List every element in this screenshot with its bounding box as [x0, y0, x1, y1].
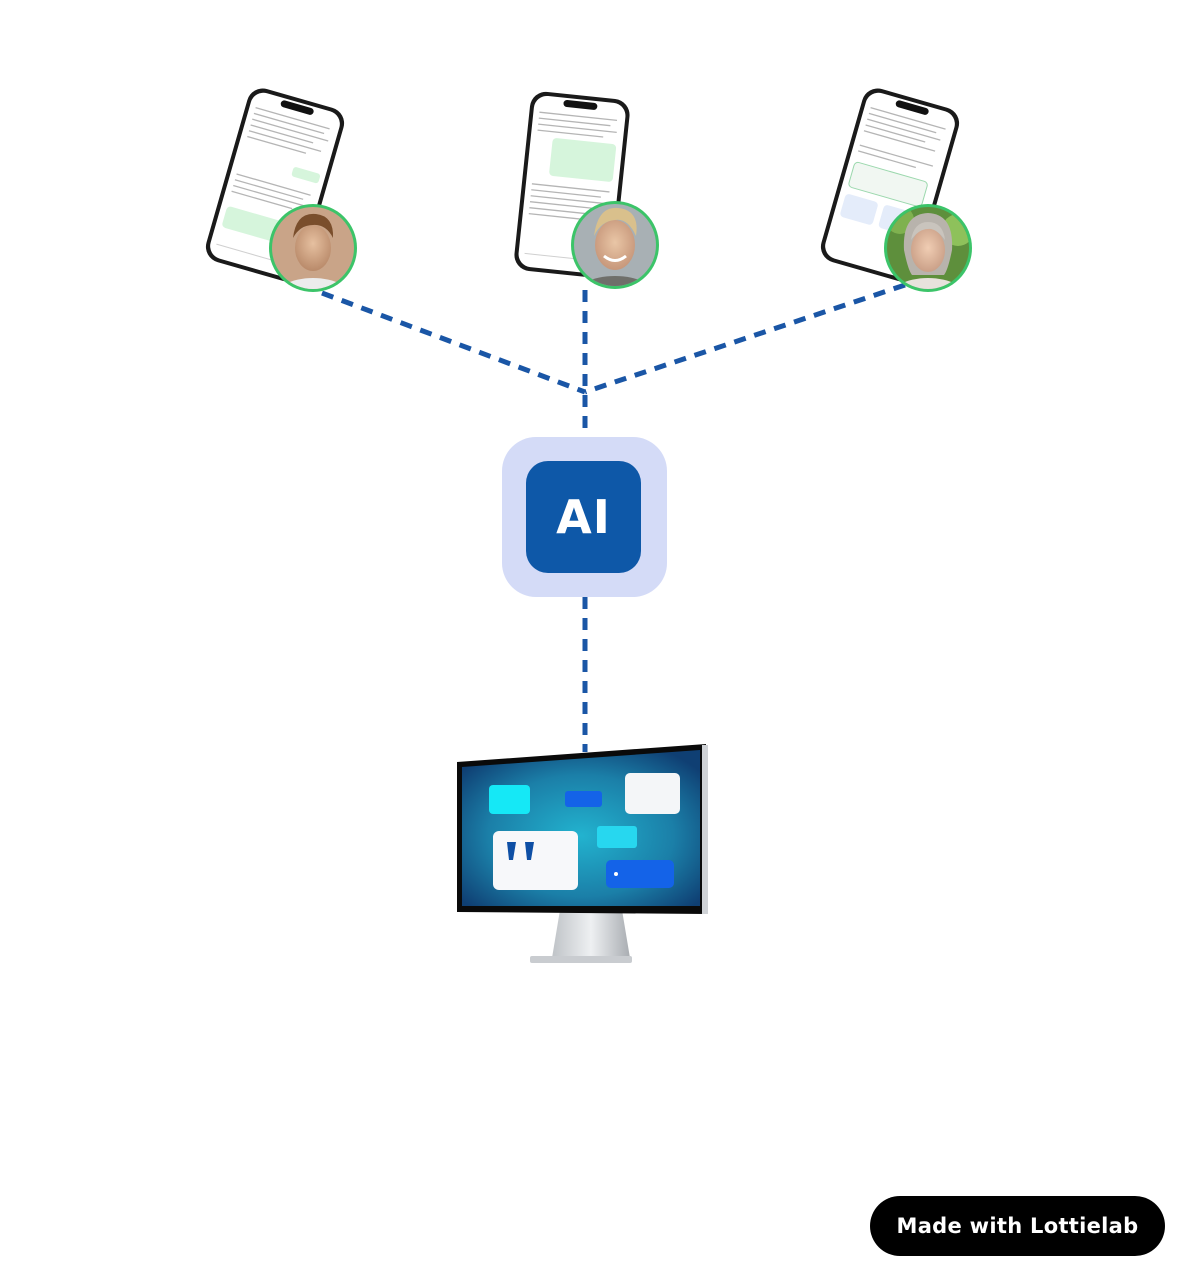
smiling-man-avatar [571, 201, 659, 289]
ai-icon: AI [526, 461, 641, 573]
blue-button [606, 860, 674, 888]
chat-bubble [549, 138, 617, 182]
connector-left [321, 290, 586, 395]
blue-pill [565, 791, 602, 807]
white-card [625, 773, 680, 814]
quote-card [493, 831, 578, 890]
quote-mark-icon [507, 842, 534, 860]
made-with-badge[interactable]: Made with Lottielab [870, 1196, 1165, 1256]
older-woman-avatar [884, 204, 972, 292]
cyan-card [489, 785, 530, 814]
connector-right [584, 282, 906, 395]
cyan-small [597, 826, 637, 848]
chat-bubble [291, 167, 321, 184]
ai-label: AI [556, 490, 611, 544]
connector-lines [321, 282, 906, 752]
badge-label: Made with Lottielab [896, 1214, 1139, 1238]
young-man-avatar [269, 204, 357, 292]
desktop-monitor [457, 744, 708, 963]
chat-bubble [840, 194, 878, 225]
